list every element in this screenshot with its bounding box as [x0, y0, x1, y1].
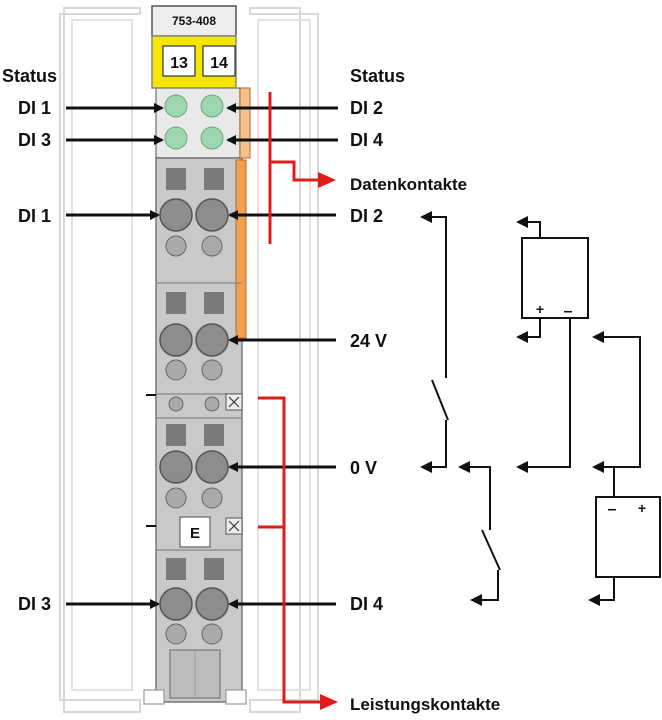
ground-label: E [190, 525, 200, 542]
datenkontakte-pointer [268, 92, 336, 244]
label-di1-status: DI 1 [18, 98, 51, 118]
label-datenkontakte: Datenkontakte [350, 175, 467, 194]
label-di3-terminal: DI 3 [18, 594, 51, 614]
label-leistungskontakte: Leistungskontakte [350, 695, 500, 714]
upper-supply [521, 237, 589, 319]
left-arrows [66, 103, 164, 609]
status-label-right: Status [350, 66, 405, 86]
lower-plus: + [638, 500, 646, 516]
terminal-block-3 [159, 424, 229, 509]
module-type-label: 753-408 [172, 14, 216, 28]
upper-plus: + [536, 301, 544, 317]
status-led-di1 [164, 94, 188, 118]
label-24v: 24 V [350, 331, 387, 351]
terminal-block-2 [159, 292, 229, 381]
label-di2-status: DI 2 [350, 98, 383, 118]
marker-13: 13 [170, 55, 188, 72]
io-module: 753-408 13 14 [143, 5, 251, 705]
status-label-left: Status [2, 66, 57, 86]
label-di4-status: DI 4 [350, 130, 383, 150]
label-di4-terminal: DI 4 [350, 594, 383, 614]
lower-supply [595, 496, 661, 578]
status-led-di4 [200, 126, 224, 150]
upper-minus: – [564, 303, 573, 320]
status-led-di2 [200, 94, 224, 118]
data-contacts-strip [235, 159, 247, 339]
lower-minus: – [608, 501, 617, 518]
wiring-schematic: + – – + [420, 211, 661, 606]
label-di3-status: DI 3 [18, 130, 51, 150]
terminal-block-1 [159, 168, 229, 257]
terminal-block-4 [159, 558, 229, 645]
label-di2-terminal: DI 2 [350, 206, 383, 226]
leistungskontakte-pointer [258, 396, 338, 710]
label-0v: 0 V [350, 458, 377, 478]
ground-marker [179, 516, 211, 548]
marker-14: 14 [210, 55, 228, 72]
status-led-di3 [164, 126, 188, 150]
label-di1-terminal: DI 1 [18, 206, 51, 226]
